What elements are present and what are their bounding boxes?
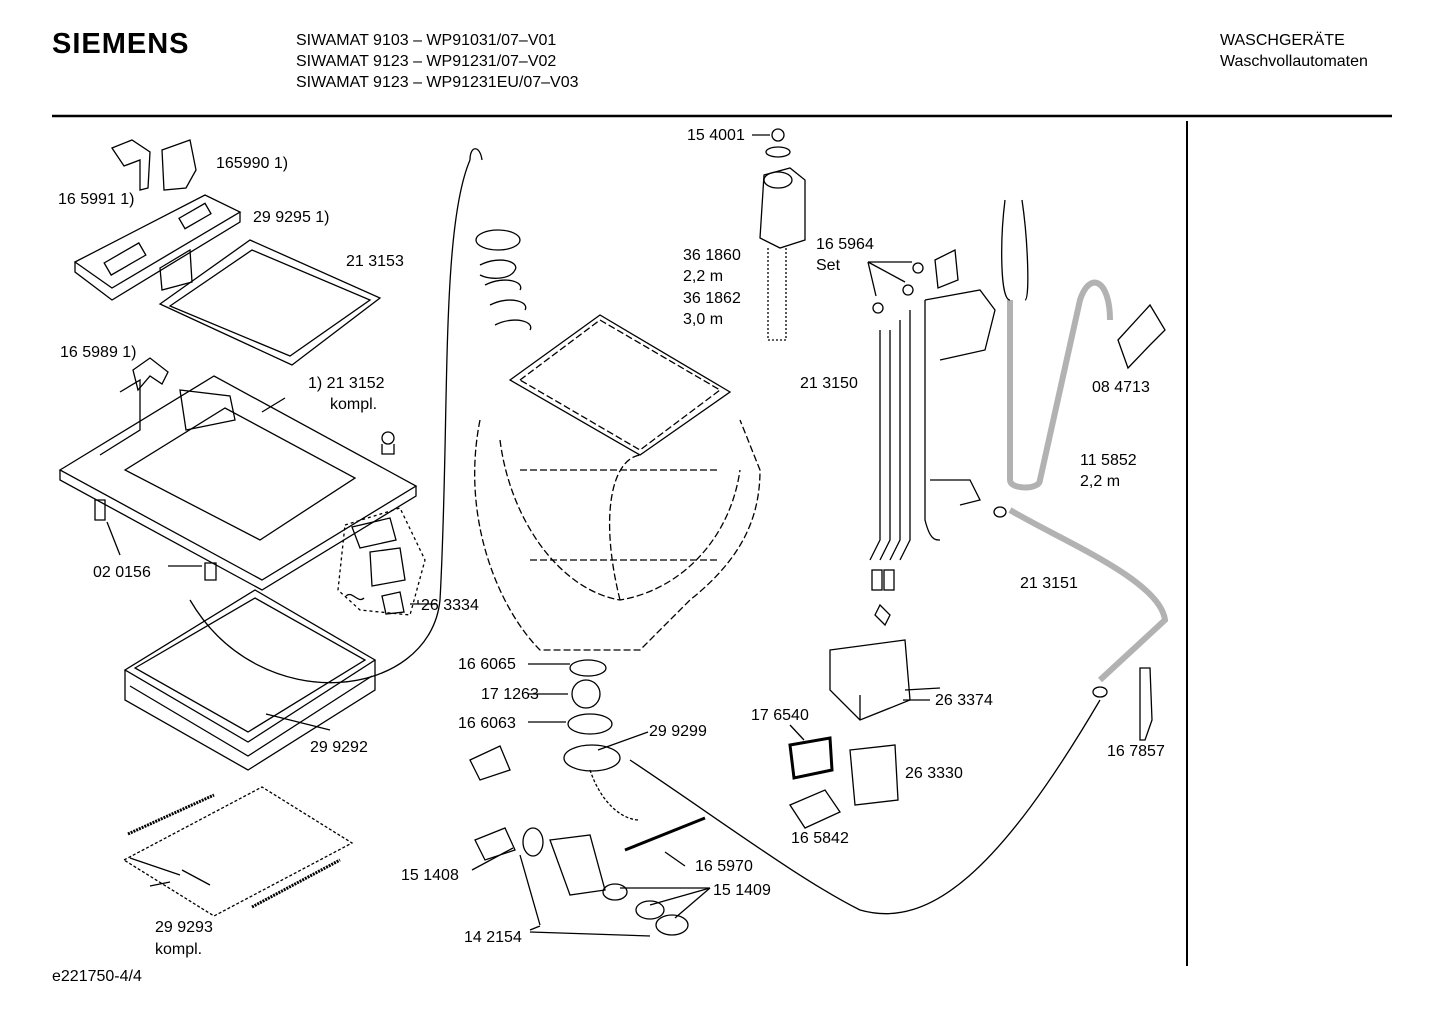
part-label: 16 5842	[791, 830, 849, 847]
base-tray-group	[122, 589, 377, 917]
brand-logo: SIEMENS	[52, 28, 190, 60]
part-label: 16 5991 1)	[58, 191, 135, 208]
model-line-2: SIWAMAT 9123 – WP91231/07–V02	[296, 53, 557, 70]
part-label: 2,2 m	[1080, 473, 1121, 490]
part-label: 21 3151	[1020, 575, 1078, 592]
part-label: 29 9299	[649, 723, 707, 740]
part-label: 2,2 m	[683, 268, 724, 285]
model-line-3: SIWAMAT 9123 – WP91231EU/07–V03	[296, 74, 579, 91]
model-line-1: SIWAMAT 9103 – WP91031/07–V01	[296, 32, 557, 49]
part-label: 16 5989 1)	[60, 344, 137, 361]
detergent-drawer-group	[73, 139, 382, 366]
hose-outline-left	[189, 159, 471, 684]
fill-hose-group	[752, 128, 806, 341]
part-label: 11 5852	[1080, 452, 1137, 469]
part-label: 17 1263	[481, 686, 539, 703]
part-label: kompl.	[330, 396, 378, 413]
hose-right-group	[993, 199, 1169, 741]
part-label: 16 7857	[1107, 743, 1165, 760]
part-label: 29 9295 1)	[253, 209, 330, 226]
part-label: 15 1408	[401, 867, 459, 884]
part-label: 15 4001	[687, 127, 745, 144]
part-label: 21 3150	[800, 375, 858, 392]
switch-assembly-group	[337, 507, 426, 616]
category-subtitle: Waschvollautomaten	[1220, 53, 1368, 70]
drawing-id: e221750-4/4	[52, 968, 142, 985]
part-label: 16 5970	[695, 858, 753, 875]
part-label: 36 1860	[683, 247, 741, 264]
part-label: 29 9292	[310, 739, 368, 756]
bellows-group	[475, 229, 532, 331]
part-label: 17 6540	[751, 707, 809, 724]
part-label: 26 3330	[905, 765, 963, 782]
part-label: 16 5964	[816, 236, 874, 253]
part-label: 26 3334	[421, 597, 479, 614]
hose-outline-right	[629, 699, 1101, 915]
part-label: 1) 21 3152	[308, 375, 385, 392]
part-label: 02 0156	[93, 564, 151, 581]
part-label: 21 3153	[346, 253, 404, 270]
valve-harness-group	[867, 248, 996, 591]
part-label: 165990 1)	[216, 155, 289, 172]
leader-lines	[261, 397, 930, 937]
part-label: 15 1409	[713, 882, 771, 899]
part-label: 29 9293	[155, 919, 213, 936]
part-label: 16 6065	[458, 656, 516, 673]
part-label: 14 2154	[464, 929, 522, 946]
part-label: 36 1862	[683, 290, 741, 307]
top-frame-group	[58, 357, 418, 591]
part-label: Set	[816, 257, 841, 274]
drain-pump-group	[469, 659, 706, 936]
tub-group	[474, 314, 761, 651]
part-label: 16 6063	[458, 715, 516, 732]
valve-group	[788, 603, 941, 829]
category-title: WASCHGERÄTE	[1220, 32, 1345, 49]
part-label: 08 4713	[1092, 379, 1150, 396]
part-label: 26 3374	[935, 692, 993, 709]
part-label: 3,0 m	[683, 311, 724, 328]
part-label: kompl.	[155, 941, 203, 958]
